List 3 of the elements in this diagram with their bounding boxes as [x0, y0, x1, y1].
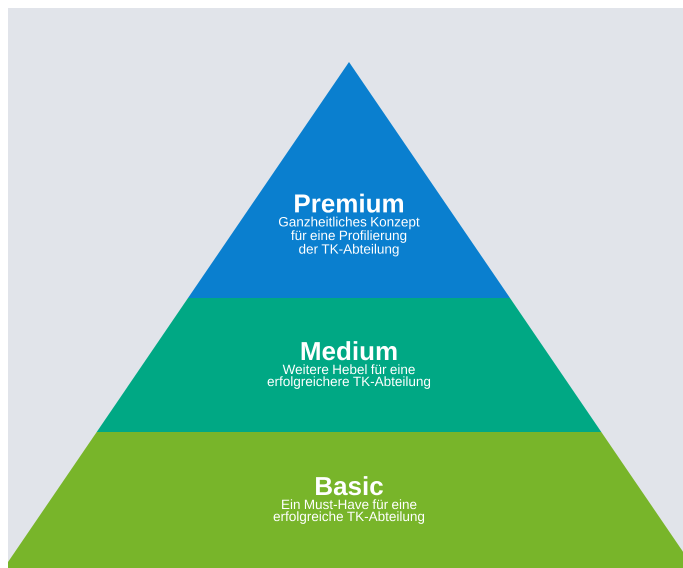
pyramid-tier: Medium Weitere Hebel für eine erfolgreichere TK-Abteilung: [96, 298, 602, 432]
pyramid-tier: Premium Ganzheitliches Konzept für eine Profilierung der TK-Abteilung: [188, 62, 510, 298]
pyramid-tier: Basic Ein Must-Have für eine erfolgreiche TK-Abteilung: [8, 432, 683, 568]
